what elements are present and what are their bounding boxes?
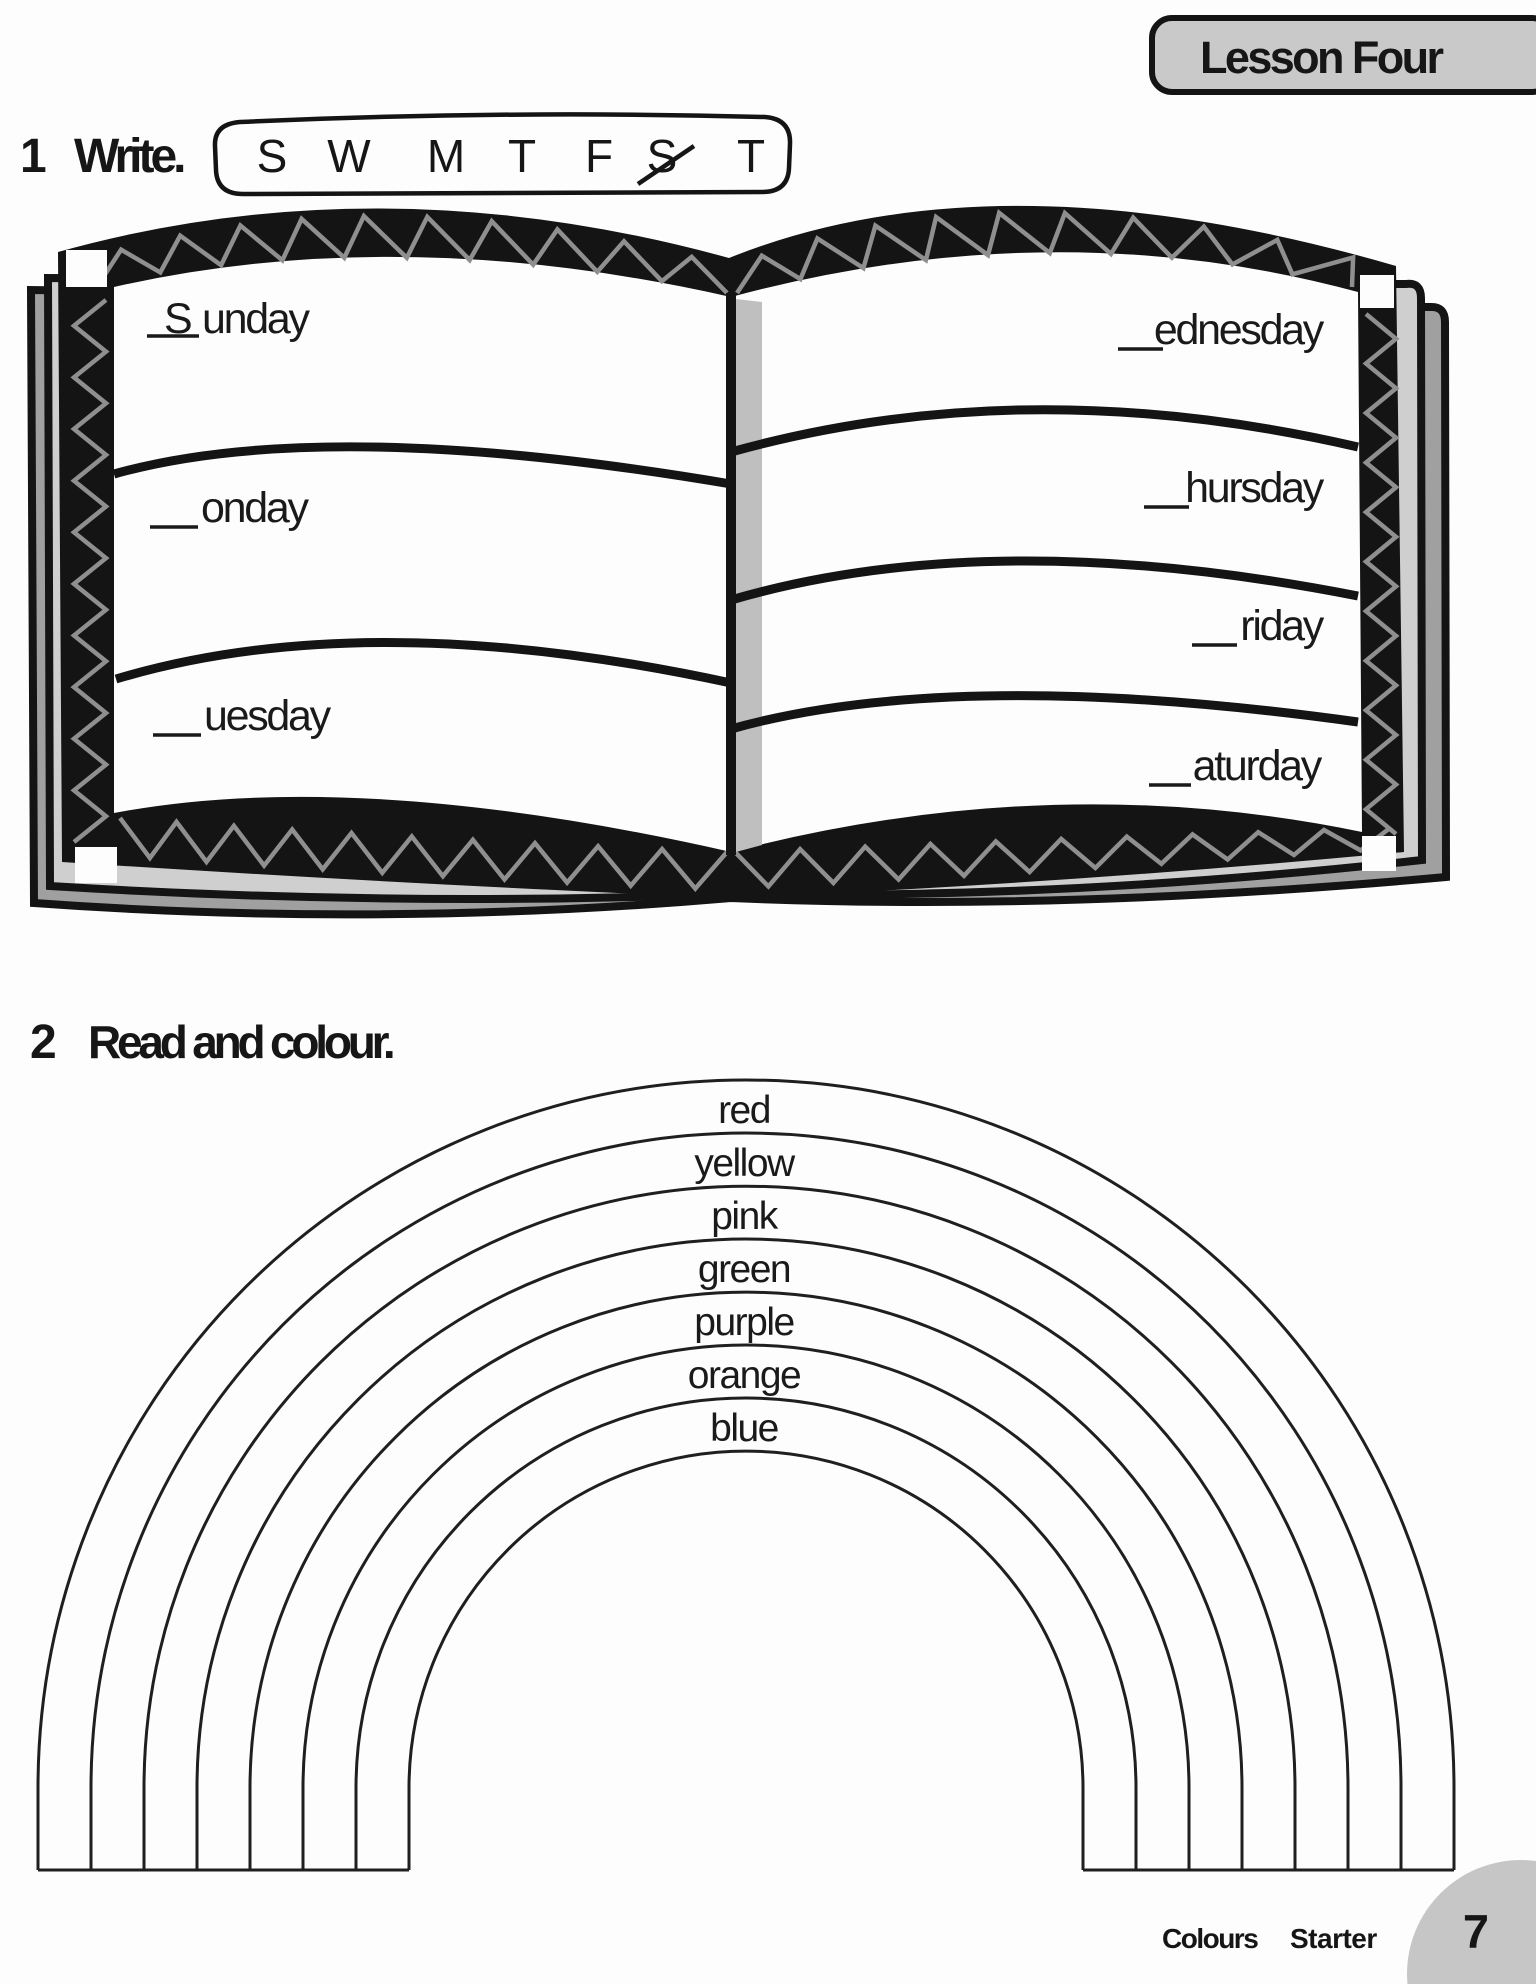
svg-text:F: F: [585, 130, 613, 182]
svg-text:pink: pink: [711, 1195, 779, 1238]
svg-text:riday: riday: [1240, 602, 1325, 650]
svg-text:Colours: Colours: [1162, 1923, 1258, 1954]
svg-text:Lesson Four: Lesson Four: [1200, 32, 1444, 83]
svg-text:orange: orange: [688, 1354, 800, 1397]
svg-text:T: T: [508, 130, 536, 182]
svg-text:blue: blue: [710, 1407, 778, 1450]
svg-text:2: 2: [30, 1016, 57, 1069]
svg-text:aturday: aturday: [1193, 742, 1323, 790]
svg-text:uesday: uesday: [204, 692, 332, 740]
svg-text:purple: purple: [694, 1301, 793, 1344]
svg-text:green: green: [698, 1248, 790, 1291]
svg-text:Write.: Write.: [74, 130, 184, 183]
svg-text:yellow: yellow: [694, 1142, 796, 1185]
svg-text:1: 1: [20, 130, 47, 183]
svg-text:Read and colour.: Read and colour.: [88, 1016, 393, 1068]
svg-text:red: red: [718, 1089, 770, 1132]
svg-text:unday: unday: [202, 295, 310, 343]
svg-text:M: M: [427, 130, 465, 182]
svg-text:7: 7: [1463, 1905, 1489, 1958]
svg-text:T: T: [737, 130, 765, 182]
svg-text:onday: onday: [201, 484, 309, 532]
svg-text:ednesday: ednesday: [1154, 306, 1325, 354]
svg-text:S: S: [257, 130, 288, 182]
svg-text:W: W: [327, 130, 371, 182]
svg-text:Starter: Starter: [1290, 1923, 1377, 1954]
svg-text:hursday: hursday: [1185, 464, 1325, 512]
